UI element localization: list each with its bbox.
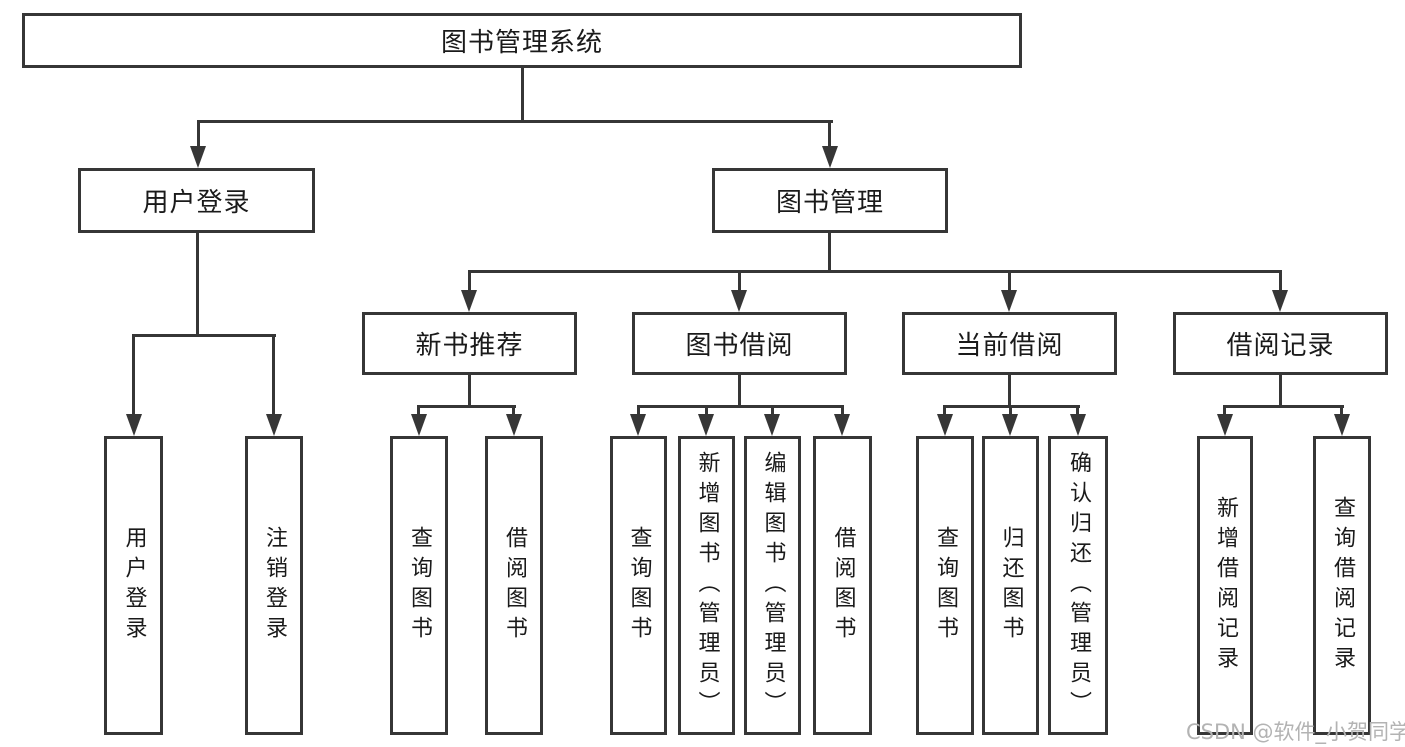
connector-record-hline: [1223, 405, 1344, 408]
arrow-down-icon: [822, 146, 838, 168]
connector-borrow-leaf1-stem: [637, 405, 640, 417]
leaf-borrow-query-book-label: 查询图书: [626, 525, 652, 646]
connector-borrow-leaf4-stem: [841, 405, 844, 417]
leaf-return-book-label: 归还图书: [998, 525, 1024, 646]
connector-root-feed-line: [521, 66, 524, 123]
leaf-confirm-return-admin-label: 确认归还（管理员）: [1066, 450, 1091, 721]
csdn-watermark: CSDN @软件_小贺同学: [1186, 720, 1405, 744]
arrow-down-icon: [1002, 414, 1018, 436]
leaf-recommend-query-book: 查询图书: [390, 436, 448, 735]
connector-record-leaf1-stem: [1223, 405, 1226, 417]
connector-recommend-leaf1-stem: [417, 405, 420, 417]
node-new-book-recommend: 新书推荐: [362, 312, 577, 375]
leaf-logout-label: 注销登录: [262, 525, 287, 646]
leaf-borrow-query-book: 查询图书: [610, 436, 667, 735]
node-root: 图书管理系统: [22, 13, 1022, 68]
leaf-current-query-book-label: 查询图书: [933, 525, 958, 646]
connector-login-stem: [197, 120, 200, 148]
node-book-mgmt-branch: 图书管理: [712, 168, 948, 233]
arrow-down-icon: [937, 414, 953, 436]
leaf-edit-book-admin: 编辑图书（管理员）: [744, 436, 801, 735]
arrow-down-icon: [266, 414, 282, 436]
arrow-down-icon: [1272, 290, 1288, 312]
leaf-add-borrow-record: 新增借阅记录: [1197, 436, 1253, 735]
node-book-mgmt-branch-label: 图书管理: [775, 188, 884, 218]
connector-login-feed-line: [196, 231, 199, 337]
connector-record-feed-line: [1279, 373, 1282, 407]
arrow-down-icon: [190, 146, 206, 168]
connector-login-leaf1-stem: [132, 334, 135, 416]
connector-recommend-leaf2-stem: [512, 405, 515, 417]
leaf-current-query-book: 查询图书: [916, 436, 974, 735]
connector-l3-stem-2: [738, 270, 741, 291]
connector-borrow-feed-line: [738, 373, 741, 407]
leaf-recommend-query-book-label: 查询图书: [407, 525, 432, 646]
node-borrow-record: 借阅记录: [1173, 312, 1388, 375]
leaf-user-login: 用户登录: [104, 436, 163, 735]
leaf-add-book-admin-label: 新增图书（管理员）: [694, 450, 720, 721]
arrow-down-icon: [506, 414, 522, 436]
connector-mgmt-feed-line: [828, 231, 831, 272]
arrow-down-icon: [1001, 290, 1017, 312]
connector-l3-stem-3: [1008, 270, 1011, 291]
node-user-login-branch: 用户登录: [78, 168, 315, 233]
node-book-borrow-label: 图书借阅: [685, 331, 794, 361]
arrow-down-icon: [834, 414, 850, 436]
node-book-borrow: 图书借阅: [632, 312, 847, 375]
arrow-down-icon: [411, 414, 427, 436]
connector-level3-hline: [468, 270, 1282, 273]
node-user-login-branch-label: 用户登录: [142, 188, 251, 218]
node-new-book-recommend-label: 新书推荐: [415, 331, 524, 361]
leaf-recommend-borrow-book: 借阅图书: [485, 436, 543, 735]
connector-record-leaf2-stem: [1340, 405, 1343, 417]
leaf-confirm-return-admin: 确认归还（管理员）: [1048, 436, 1108, 735]
leaf-borrow-book-label: 借阅图书: [830, 525, 856, 646]
connector-recommend-hline: [417, 405, 516, 408]
connector-mgmt-stem: [828, 120, 831, 148]
leaf-edit-book-admin-label: 编辑图书（管理员）: [760, 450, 786, 721]
arrow-down-icon: [630, 414, 646, 436]
connector-recommend-feed-line: [468, 373, 471, 407]
connector-borrow-hline: [637, 405, 844, 408]
arrow-down-icon: [126, 414, 142, 436]
leaf-return-book: 归还图书: [982, 436, 1039, 735]
arrow-down-icon: [764, 414, 780, 436]
leaf-recommend-borrow-book-label: 借阅图书: [502, 525, 527, 646]
leaf-logout: 注销登录: [245, 436, 303, 735]
leaf-borrow-book: 借阅图书: [813, 436, 872, 735]
leaf-add-borrow-record-label: 新增借阅记录: [1213, 495, 1238, 676]
leaf-user-login-label: 用户登录: [121, 525, 147, 646]
connector-current-feed-line: [1008, 373, 1011, 407]
connector-login-leaf2-stem: [272, 334, 275, 416]
connector-current-leaf2-stem: [1009, 405, 1012, 417]
connector-level2-hline: [197, 120, 833, 123]
arrow-down-icon: [1070, 414, 1086, 436]
connector-login-hline: [132, 334, 276, 337]
connector-borrow-leaf2-stem: [705, 405, 708, 417]
arrow-down-icon: [1334, 414, 1350, 436]
node-root-label: 图书管理系统: [440, 28, 603, 58]
arrow-down-icon: [1217, 414, 1233, 436]
node-current-borrow: 当前借阅: [902, 312, 1117, 375]
connector-l3-stem-1: [468, 270, 471, 291]
connector-l3-stem-4: [1279, 270, 1282, 291]
arrow-down-icon: [698, 414, 714, 436]
arrow-down-icon: [461, 290, 477, 312]
arrow-down-icon: [731, 290, 747, 312]
connector-current-leaf3-stem: [1076, 405, 1079, 417]
leaf-query-borrow-record: 查询借阅记录: [1313, 436, 1371, 735]
node-borrow-record-label: 借阅记录: [1226, 331, 1335, 361]
connector-borrow-leaf3-stem: [771, 405, 774, 417]
connector-current-leaf1-stem: [943, 405, 946, 417]
leaf-query-borrow-record-label: 查询借阅记录: [1330, 495, 1355, 676]
leaf-add-book-admin: 新增图书（管理员）: [678, 436, 735, 735]
node-current-borrow-label: 当前借阅: [955, 331, 1064, 361]
